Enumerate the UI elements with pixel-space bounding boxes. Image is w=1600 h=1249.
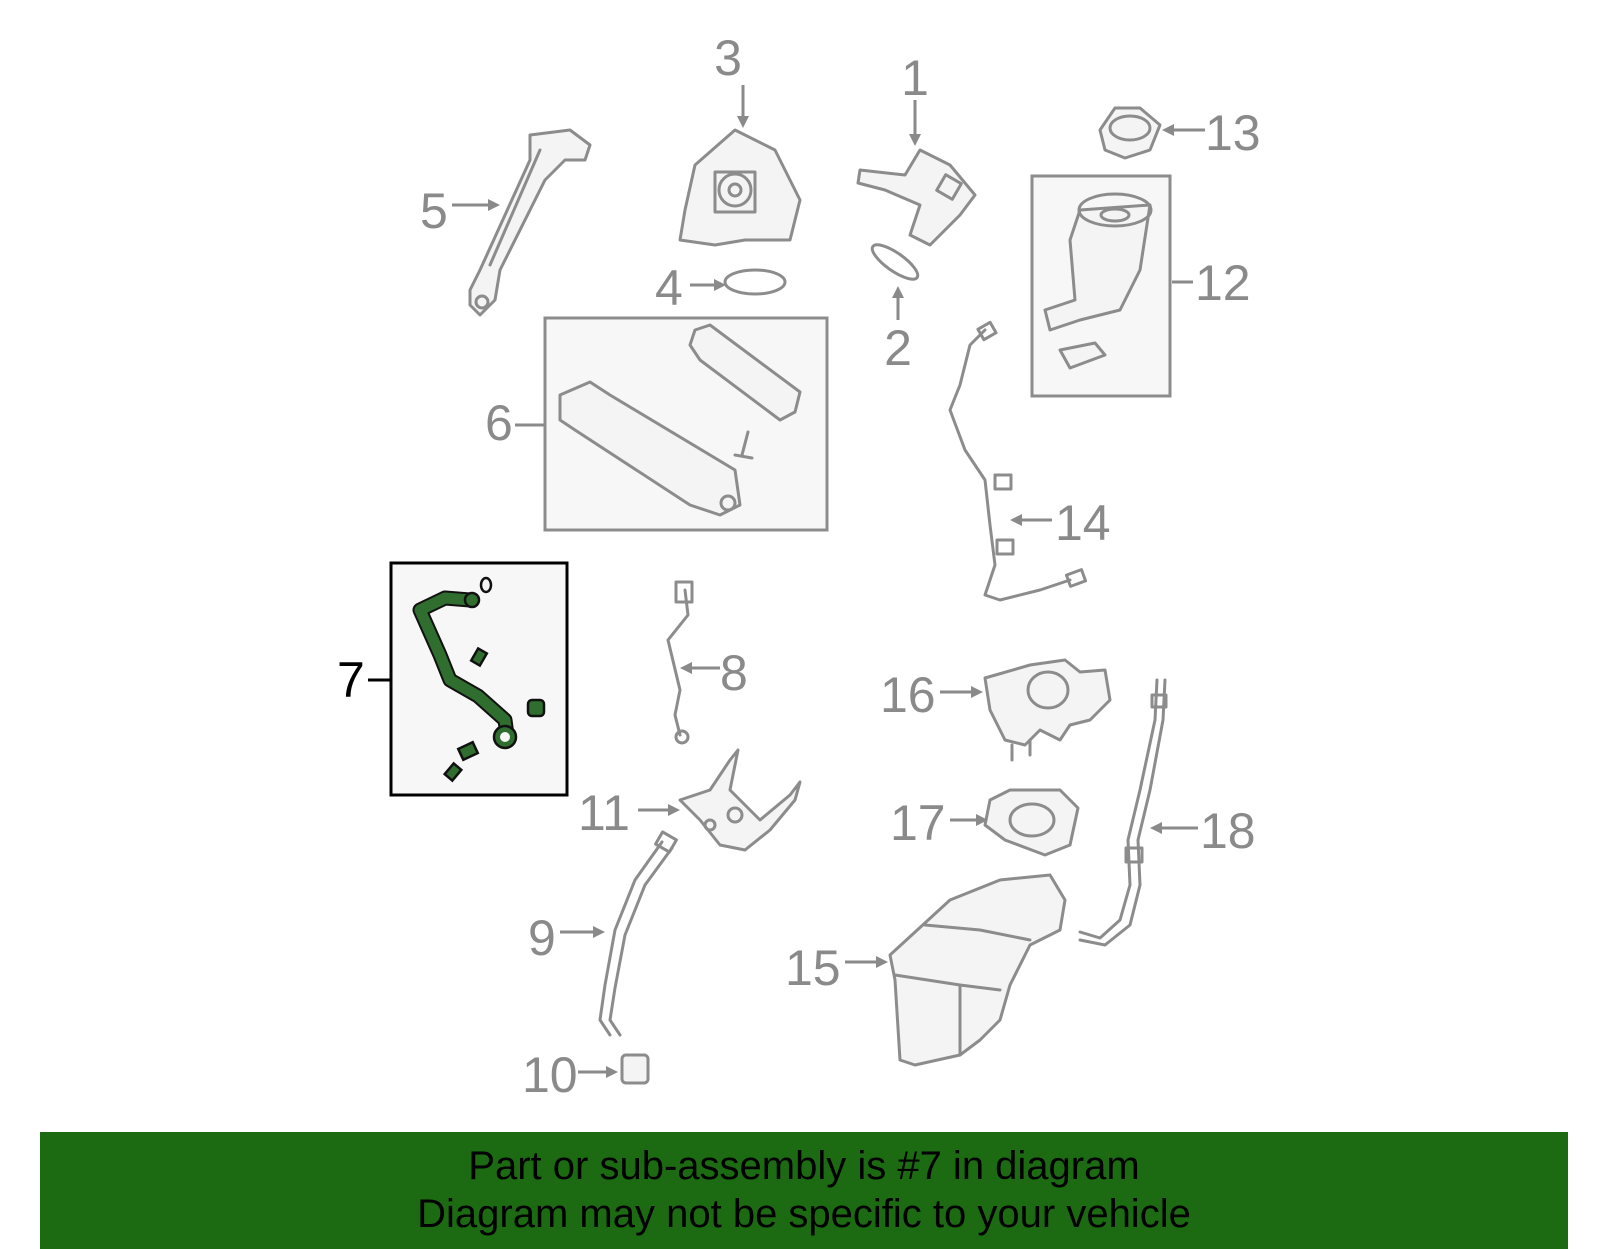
callout-11: 11 <box>578 785 680 841</box>
part-4-gasket[interactable] <box>723 268 787 296</box>
label-14: 14 <box>1055 495 1111 551</box>
part-9-tube[interactable] <box>598 830 678 1037</box>
callout-1: 1 <box>901 50 929 146</box>
callout-14: 14 <box>1010 495 1111 551</box>
part-6-egr-cooler[interactable] <box>543 316 829 532</box>
banner-line-1: Part or sub-assembly is #7 in diagram <box>468 1144 1140 1188</box>
callout-17: 17 <box>890 795 988 851</box>
callout-8: 8 <box>680 645 748 701</box>
label-15: 15 <box>785 940 841 996</box>
callout-13: 13 <box>1162 105 1261 161</box>
callout-15: 15 <box>785 940 888 996</box>
label-1: 1 <box>901 50 929 106</box>
callout-16: 16 <box>880 667 983 723</box>
part-2-gasket[interactable] <box>868 239 923 285</box>
callout-7: 7 <box>337 652 391 708</box>
callout-3: 3 <box>714 30 749 128</box>
callout-6: 6 <box>485 395 545 451</box>
label-13: 13 <box>1205 105 1261 161</box>
label-17: 17 <box>890 795 946 851</box>
part-7-selected-assembly[interactable] <box>389 561 569 797</box>
label-8: 8 <box>720 645 748 701</box>
label-18: 18 <box>1200 803 1256 859</box>
parts-diagram: 5 3 4 1 2 <box>337 30 1261 1103</box>
callout-12: 12 <box>1172 255 1251 311</box>
label-12: 12 <box>1195 255 1251 311</box>
banner-line-2: Diagram may not be specific to your vehi… <box>417 1192 1191 1236</box>
part-17-gasket[interactable] <box>983 788 1080 857</box>
part-8-sensor[interactable] <box>666 580 694 745</box>
part-16-actuator[interactable] <box>983 658 1112 762</box>
callout-9: 9 <box>528 910 605 966</box>
label-4: 4 <box>655 260 683 316</box>
label-5: 5 <box>420 183 448 239</box>
callout-18: 18 <box>1150 803 1256 859</box>
label-6: 6 <box>485 395 513 451</box>
label-11: 11 <box>578 785 630 841</box>
part-15-oil-pan[interactable] <box>888 873 1067 1067</box>
part-14-sensor-harness[interactable] <box>948 320 1088 602</box>
part-5-egr-tube[interactable] <box>468 128 592 317</box>
callout-5: 5 <box>420 183 500 239</box>
label-16: 16 <box>880 667 936 723</box>
part-12-filter-housing[interactable] <box>1030 174 1172 398</box>
part-10-fitting[interactable] <box>620 1053 650 1085</box>
part-3-housing[interactable] <box>678 128 802 247</box>
part-1-valve[interactable] <box>856 148 977 247</box>
callout-4: 4 <box>655 260 726 316</box>
part-13-cap[interactable] <box>1098 106 1162 160</box>
part-11-bracket[interactable] <box>678 748 802 852</box>
callout-2: 2 <box>884 286 912 376</box>
label-2: 2 <box>884 320 912 376</box>
label-7: 7 <box>337 652 365 708</box>
part-18-dipstick-tube[interactable] <box>1078 678 1168 947</box>
label-3: 3 <box>714 30 742 86</box>
label-10: 10 <box>522 1047 578 1103</box>
callout-10: 10 <box>522 1047 618 1103</box>
label-9: 9 <box>528 910 556 966</box>
info-banner: Part or sub-assembly is #7 in diagram Di… <box>40 1132 1568 1249</box>
